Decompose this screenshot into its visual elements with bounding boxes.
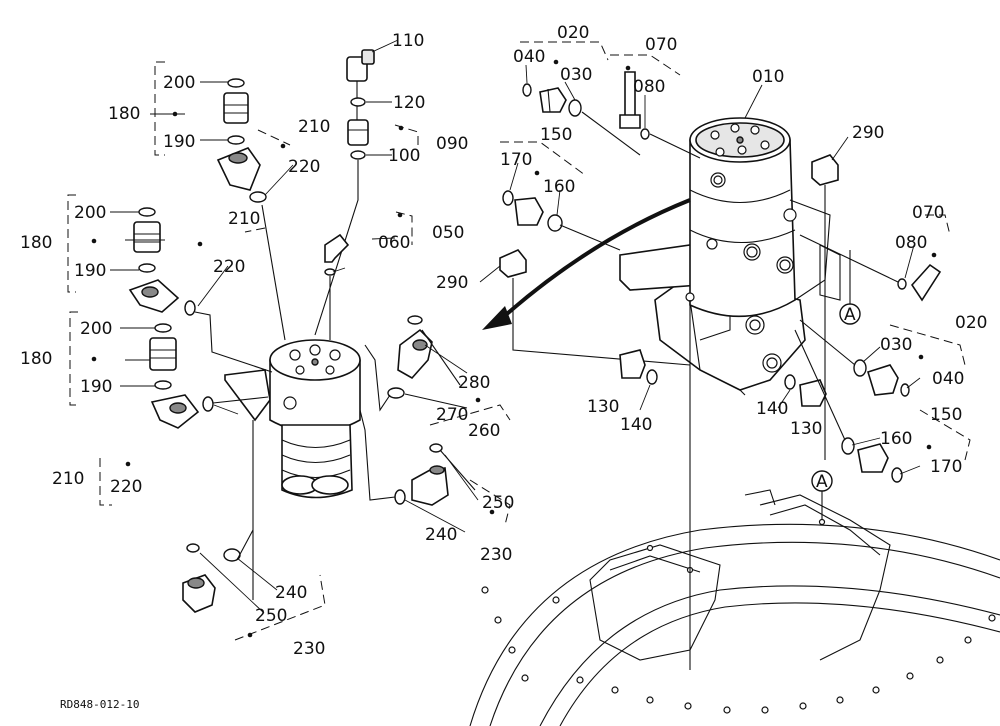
callout-120: 120 (393, 93, 425, 113)
callout-230: 230 (480, 545, 512, 565)
callout-170: 170 (500, 150, 532, 170)
drawing-code: RD848-012-10 (60, 698, 139, 711)
callout-200: 200 (163, 73, 195, 93)
callout-140: 140 (620, 415, 652, 435)
fitting-020-top (522, 83, 641, 156)
reference-mark-a-lower: A (811, 470, 833, 520)
adapter-090-part (347, 119, 369, 146)
callout-240: 240 (275, 583, 307, 603)
o-ring-120 (350, 97, 366, 107)
callout-290: 290 (436, 273, 468, 293)
group-brackets (67, 41, 971, 641)
elbow-260-part (364, 315, 461, 412)
callout-210: 210 (52, 469, 84, 489)
callout-210: 210 (228, 209, 260, 229)
callout-020: 020 (557, 23, 589, 43)
callout-180: 180 (20, 233, 52, 253)
callout-270: 270 (436, 405, 468, 425)
turntable-frame (469, 489, 1000, 726)
reference-mark-a-upper: A (839, 250, 861, 325)
callout-090: 090 (436, 134, 468, 154)
fitting-020-right (799, 319, 910, 397)
callout-030: 030 (880, 335, 912, 355)
fitting-150-right (794, 329, 903, 483)
reference-mark-label: A (844, 305, 856, 325)
fitting-130-left (619, 349, 658, 385)
callout-020: 020 (955, 313, 987, 333)
elbow-050-part (324, 233, 350, 340)
callout-100: 100 (388, 146, 420, 166)
callout-140: 140 (756, 399, 788, 419)
leader-lines (110, 39, 921, 614)
o-ring-100 (350, 150, 366, 160)
callout-190: 190 (163, 132, 195, 152)
swivel-joint-010-assembly (619, 117, 841, 396)
callout-280: 280 (458, 373, 490, 393)
callout-040: 040 (932, 369, 964, 389)
callout-250: 250 (482, 493, 514, 513)
swivel-joint-detail-view (224, 339, 361, 600)
callout-130: 130 (587, 397, 619, 417)
reference-mark-label: A (816, 472, 828, 492)
callout-250: 250 (255, 606, 287, 626)
fitting-180-middle (128, 207, 273, 373)
ring-bolt-holes (481, 586, 996, 714)
callout-220: 220 (288, 157, 320, 177)
callout-180: 180 (108, 104, 140, 124)
elbow-230-right (359, 409, 476, 506)
direction-arrow (482, 198, 691, 330)
callout-160: 160 (543, 177, 575, 197)
bolt-290-right (811, 154, 839, 460)
callout-060: 060 (378, 233, 410, 253)
callout-080: 080 (633, 77, 665, 97)
fitting-070-top (619, 71, 701, 159)
callout-070: 070 (645, 35, 677, 55)
leader-dots (91, 59, 937, 638)
sensor-110-part (346, 49, 375, 140)
callout-110: 110 (392, 31, 424, 51)
callout-030: 030 (560, 65, 592, 85)
elbow-230-bottom (182, 529, 254, 613)
callout-050: 050 (432, 223, 464, 243)
callout-170: 170 (930, 457, 962, 477)
callout-210: 210 (298, 117, 330, 137)
callout-080: 080 (895, 233, 927, 253)
fitting-150-top (502, 190, 621, 251)
callout-040: 040 (513, 47, 545, 67)
callout-220: 220 (213, 257, 245, 277)
callout-labels: 110 120 090 100 200 180 190 210 220 210 … (20, 23, 987, 659)
callout-230: 230 (293, 639, 325, 659)
fitting-180-bottom (149, 323, 269, 429)
callout-130: 130 (790, 419, 822, 439)
callout-010: 010 (752, 67, 784, 87)
callout-160: 160 (880, 429, 912, 449)
callout-220: 220 (110, 477, 142, 497)
callout-070: 070 (912, 203, 944, 223)
fitting-130-right (784, 374, 827, 407)
callout-200: 200 (80, 319, 112, 339)
callout-240: 240 (425, 525, 457, 545)
callout-150: 150 (540, 125, 572, 145)
callout-150: 150 (930, 405, 962, 425)
callout-190: 190 (80, 377, 112, 397)
fitting-070-right (799, 234, 942, 302)
callout-290: 290 (852, 123, 884, 143)
callout-260: 260 (468, 421, 500, 441)
callout-200: 200 (74, 203, 106, 223)
callout-190: 190 (74, 261, 106, 281)
callout-180: 180 (20, 349, 52, 369)
